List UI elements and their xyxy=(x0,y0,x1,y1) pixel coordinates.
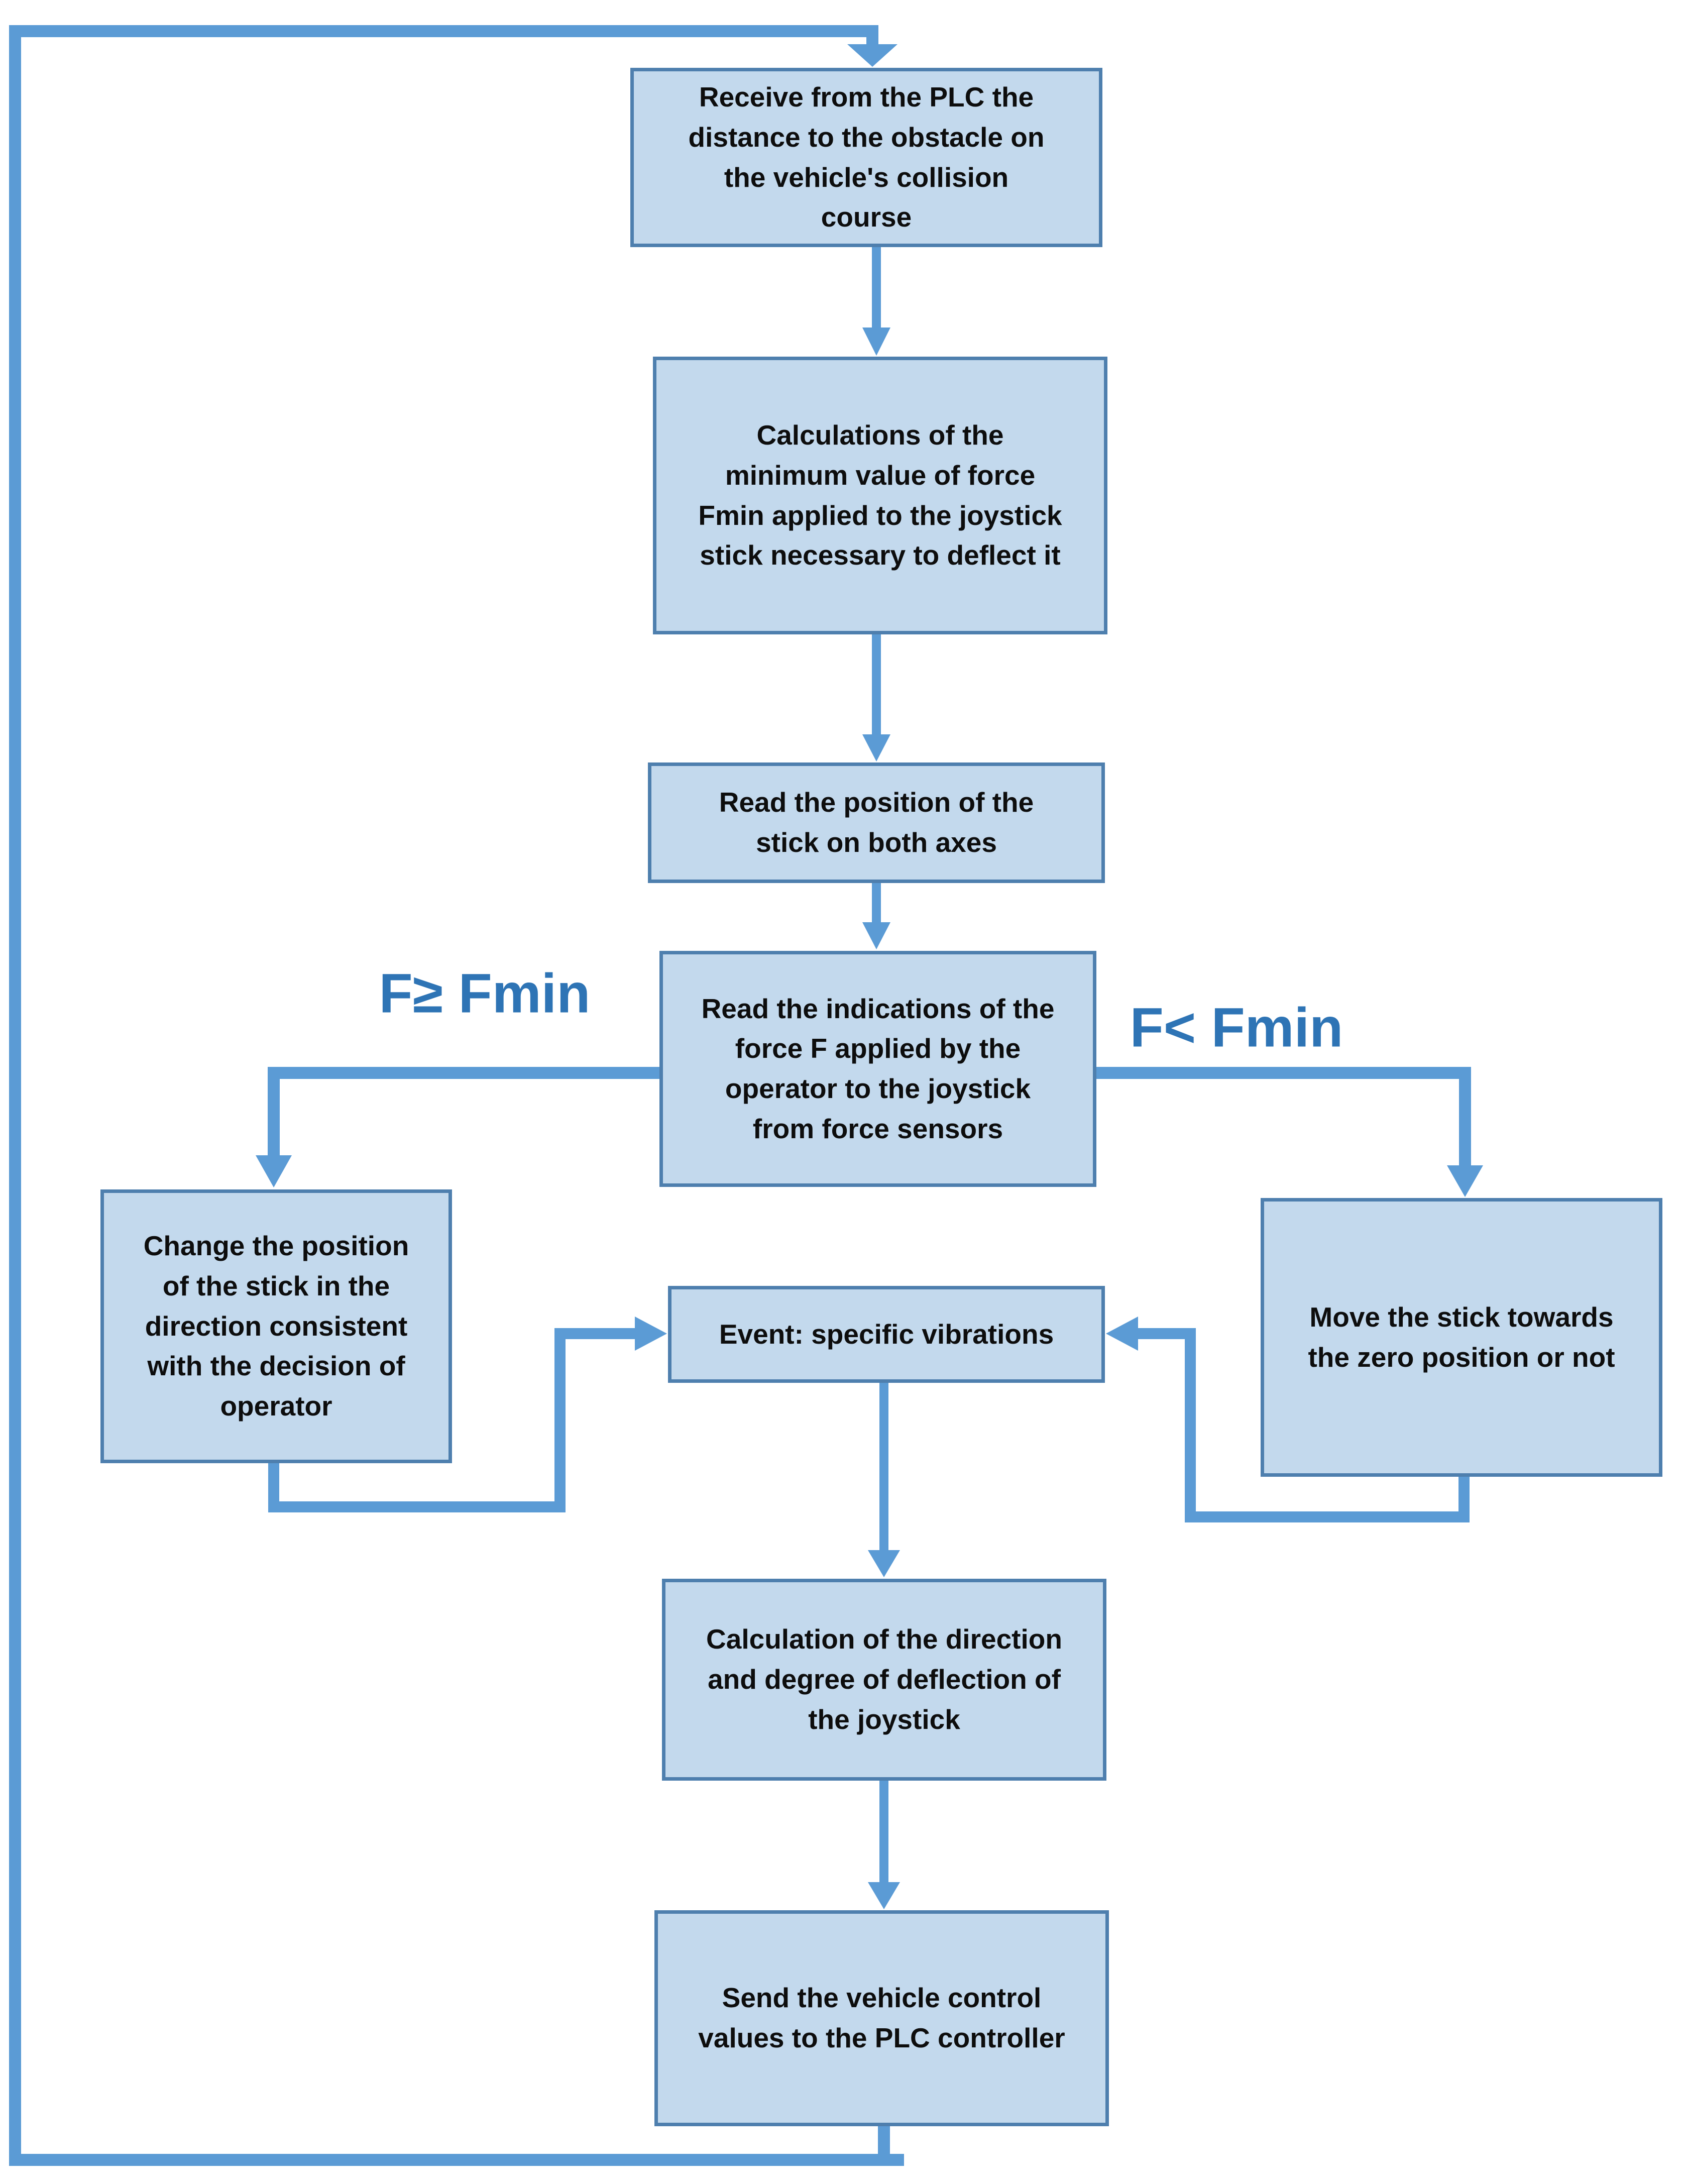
condition-label-f-lt-fmin: F< Fmin xyxy=(1130,997,1343,1059)
arrowhead-receive-to-calcfmin xyxy=(862,327,890,356)
arrowhead-changeposition-to-event xyxy=(635,1317,667,1351)
arrowhead-loop-to-receive xyxy=(847,44,897,67)
node-move-stick-zero-label: Move the stick towards the zero position… xyxy=(1308,1301,1615,1373)
node-move-stick-zero: Move the stick towards the zero position… xyxy=(1261,1198,1662,1477)
node-change-stick-position-label: Change the position of the stick in the … xyxy=(143,1230,409,1422)
connector-movezero-to-event xyxy=(1137,1328,1470,1522)
node-send-control-values: Send the vehicle control values to the P… xyxy=(654,1910,1109,2126)
node-read-stick-position-label: Read the position of the stick on both a… xyxy=(719,787,1034,858)
node-read-force-indications-label: Read the indications of the force F appl… xyxy=(701,993,1055,1144)
arrowhead-branch-right xyxy=(1447,1165,1483,1197)
node-event-vibrations-label: Event: specific vibrations xyxy=(719,1318,1054,1350)
connector-changeposition-to-event xyxy=(268,1328,636,1512)
arrowhead-calcdirection-to-send xyxy=(868,1882,900,1909)
node-change-stick-position: Change the position of the stick in the … xyxy=(100,1189,452,1463)
arrowhead-branch-left xyxy=(256,1155,292,1187)
node-calc-deflection-label: Calculation of the direction and degree … xyxy=(706,1623,1062,1735)
connector-loop-return xyxy=(9,25,904,2166)
node-send-control-values-label: Send the vehicle control values to the P… xyxy=(698,1982,1065,2053)
node-calc-deflection: Calculation of the direction and degree … xyxy=(662,1579,1106,1781)
condition-label-f-ge-fmin: F≥ Fmin xyxy=(379,962,591,1025)
arrowhead-movezero-to-event xyxy=(1106,1317,1138,1351)
node-read-stick-position: Read the position of the stick on both a… xyxy=(648,762,1105,883)
arrowhead-readposition-to-readforce xyxy=(862,922,890,949)
node-calculate-fmin-label: Calculations of the minimum value of for… xyxy=(698,419,1062,571)
arrowhead-event-to-calcdirection xyxy=(868,1550,900,1577)
node-event-vibrations: Event: specific vibrations xyxy=(668,1286,1105,1383)
arrowhead-calcfmin-to-readposition xyxy=(862,734,890,761)
node-calculate-fmin: Calculations of the minimum value of for… xyxy=(653,357,1107,634)
node-receive-distance-label: Receive from the PLC the distance to the… xyxy=(688,81,1045,233)
node-read-force-indications: Read the indications of the force F appl… xyxy=(659,951,1096,1187)
node-receive-distance: Receive from the PLC the distance to the… xyxy=(630,68,1102,247)
